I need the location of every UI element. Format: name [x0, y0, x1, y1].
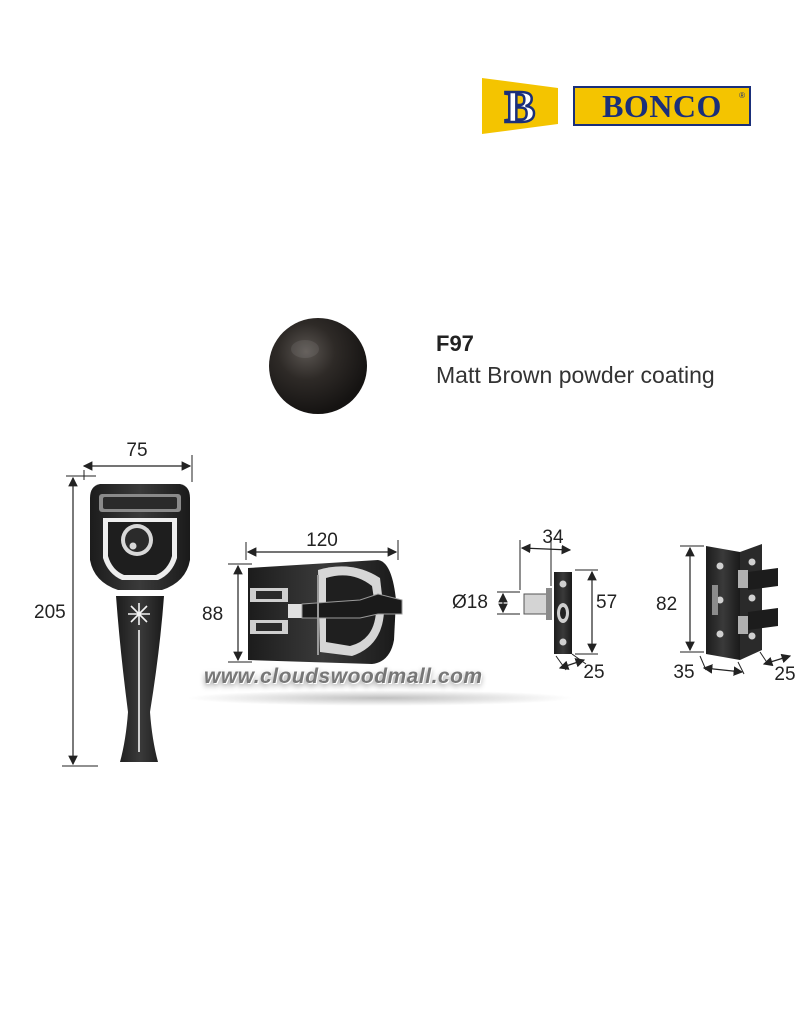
handle-dimensions: 75 205 [34, 440, 193, 767]
registered-mark: ® [739, 91, 745, 100]
strike-plate-dimensions: 34 Ø18 57 25 [452, 527, 617, 683]
dim-strike-depth: 34 [542, 527, 564, 548]
hinge-view [706, 544, 778, 660]
product-model: F97 [436, 331, 474, 356]
dim-strike-height: 57 [596, 592, 617, 613]
brand-b-mark: B [482, 78, 558, 134]
dim-hinge-left: 35 [673, 662, 694, 683]
dim-strike-diameter: Ø18 [452, 592, 488, 613]
lock-body-view [248, 560, 403, 664]
dim-body-height: 88 [202, 604, 223, 625]
strike-plate-view [523, 572, 572, 654]
dim-handle-width: 75 [126, 440, 147, 461]
handle-front-view [90, 484, 190, 762]
technical-drawing: 75 205 120 88 [34, 440, 796, 767]
watermark-shadow [185, 690, 575, 706]
hinge-dimensions: 82 35 25 [656, 545, 796, 685]
dim-hinge-height: 82 [656, 594, 677, 615]
watermark-text: www.cloudswoodmall.com [204, 665, 483, 688]
brand-logo: BONCO ® [573, 86, 751, 126]
dim-handle-height: 205 [34, 602, 66, 623]
finish-swatch [268, 316, 368, 416]
product-finish: Matt Brown powder coating [436, 362, 715, 388]
dim-body-length: 120 [306, 530, 338, 551]
brand-name: BONCO [602, 87, 722, 124]
lock-body-dimensions: 120 88 [202, 530, 399, 663]
brand-mark-letter: B [505, 81, 536, 132]
dim-strike-width: 25 [583, 662, 604, 683]
dim-hinge-right: 25 [774, 664, 795, 685]
